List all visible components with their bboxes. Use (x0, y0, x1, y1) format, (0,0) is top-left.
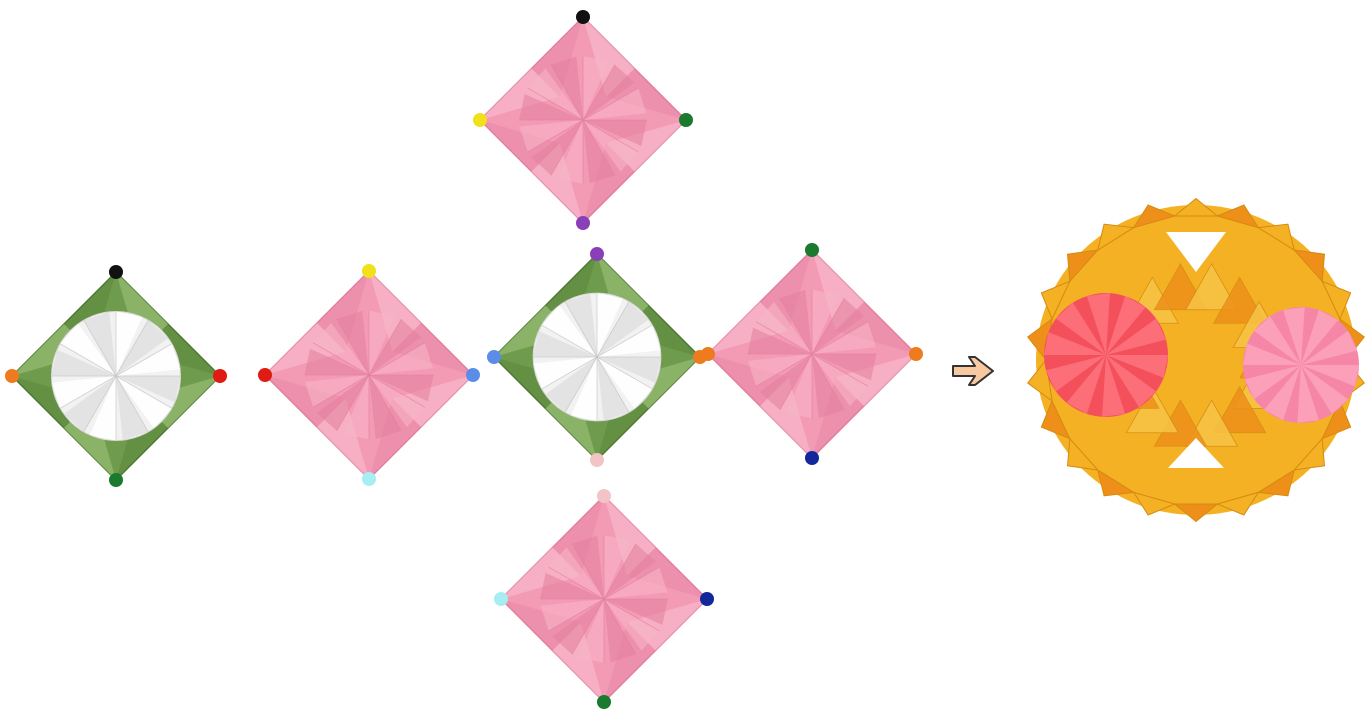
kusudama-ball (1028, 199, 1365, 522)
marker-dot-blue (466, 368, 480, 382)
marker-dot-green (109, 473, 123, 487)
marker-dot-green (679, 113, 693, 127)
marker-dot-green (597, 695, 611, 709)
marker-dot-yellow (473, 113, 487, 127)
marker-dot-purple (576, 216, 590, 230)
module-top (473, 10, 693, 230)
marker-dot-black (576, 10, 590, 24)
marker-dot-navy (700, 592, 714, 606)
marker-dot-orange (5, 369, 19, 383)
module-bottom (494, 489, 714, 709)
marker-dot-pink (590, 453, 604, 467)
marker-dot-yellow (362, 264, 376, 278)
module-middle-left (258, 264, 480, 486)
marker-dot-black (109, 265, 123, 279)
marker-dot-purple (590, 247, 604, 261)
marker-dot-green (805, 243, 819, 257)
marker-dot-red (213, 369, 227, 383)
marker-dot-orange (909, 347, 923, 361)
ball-flower-red (1044, 293, 1168, 417)
marker-dot-pink (597, 489, 611, 503)
marker-dot-lightblue (362, 472, 376, 486)
module-pinwheel (52, 312, 181, 441)
ball-flower-pink (1243, 307, 1359, 423)
module-net (5, 10, 923, 709)
marker-dot-blue (487, 350, 501, 364)
marker-dot-orange (701, 347, 715, 361)
module-center (487, 247, 707, 467)
module-middle-right (701, 243, 923, 465)
marker-dot-red (258, 368, 272, 382)
marker-dot-navy (805, 451, 819, 465)
module-pinwheel (533, 293, 661, 421)
marker-dot-lightblue (494, 592, 508, 606)
right-arrow-icon (953, 357, 993, 385)
module-far-left (5, 265, 227, 487)
